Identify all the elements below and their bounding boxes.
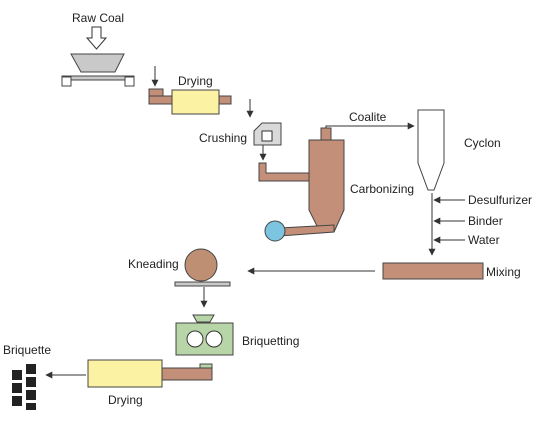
- desulfurizer-label: Desulfurizer: [468, 193, 532, 207]
- cyclone: [417, 109, 445, 191]
- drying-bottom-label: Drying: [108, 393, 143, 407]
- dryer-bottom-drum: [87, 359, 163, 388]
- coalite-arrow: [325, 122, 415, 130]
- raw-coal-label: Raw Coal: [72, 11, 124, 25]
- cyclon-label: Cyclon: [464, 136, 501, 150]
- kneader-base: [174, 281, 231, 287]
- briquette-block: [12, 370, 22, 380]
- briquetter-hopper: [192, 314, 215, 323]
- briquette-block: [12, 383, 22, 393]
- briquetting-label: Briquetting: [242, 334, 299, 348]
- binder-label: Binder: [468, 214, 503, 228]
- carbonizer-body: [308, 139, 345, 233]
- raw-coal-feed-arrow-icon: [85, 26, 108, 50]
- dryer-top-drum: [171, 89, 220, 115]
- crusher-outlet-icon: [261, 130, 273, 142]
- briquettes-icon: [12, 364, 36, 410]
- mixer: [382, 262, 484, 280]
- carbonizer-fan-duct: [279, 224, 335, 237]
- drying-top-label: Drying: [178, 74, 213, 88]
- briquette-label: Briquette: [3, 343, 51, 357]
- briquette-block: [26, 364, 36, 374]
- briquetter-roll-right-icon: [205, 330, 223, 348]
- hopper-conveyor: [61, 75, 135, 81]
- kneading-label: Kneading: [128, 257, 179, 271]
- dryer-bottom-duct: [154, 367, 213, 381]
- briquette-block: [26, 377, 36, 387]
- hopper-roller-right: [124, 76, 135, 87]
- briquette-block: [12, 396, 22, 406]
- briquette-block: [26, 390, 36, 400]
- kneader-roll: [184, 248, 218, 282]
- coalite-label: Coalite: [349, 110, 387, 124]
- dryer-top-inlet: [148, 88, 164, 97]
- carbonizing-label: Carbonizing: [350, 182, 414, 196]
- hopper-roller-left: [61, 76, 72, 87]
- water-label: Water: [468, 233, 500, 247]
- briquetter: [175, 322, 234, 356]
- mixing-label: Mixing: [486, 265, 521, 279]
- fan-icon: [264, 220, 286, 242]
- raw-coal-hopper: [70, 53, 125, 73]
- briquetter-roll-left-icon: [186, 330, 204, 348]
- briquette-block: [26, 403, 36, 410]
- crushing-label: Crushing: [199, 131, 247, 145]
- carbonizer-top-stub: [320, 127, 332, 141]
- carbonizer-feed-duct: [258, 162, 311, 182]
